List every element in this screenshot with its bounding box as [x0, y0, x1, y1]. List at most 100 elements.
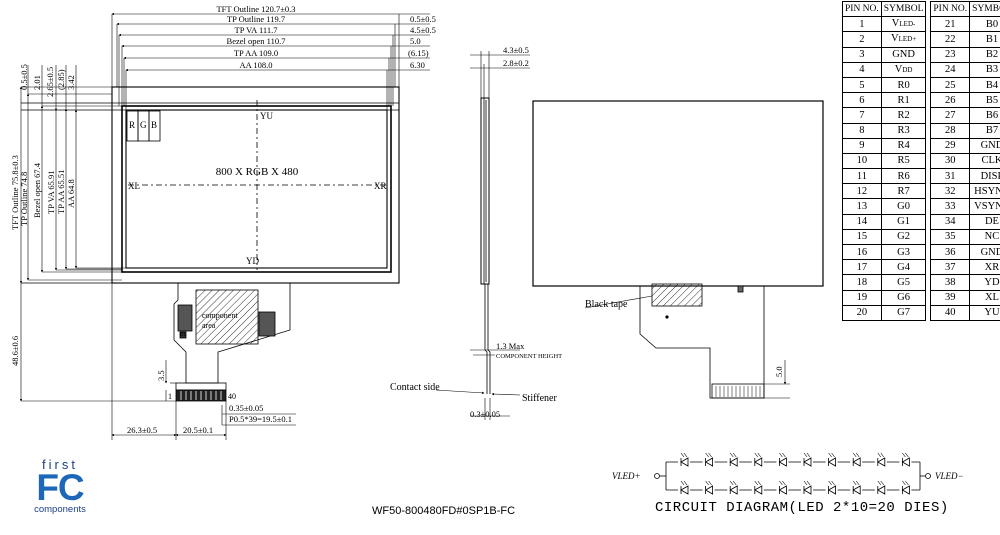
pin-number: 18	[842, 274, 882, 291]
small-mark: BL	[180, 333, 186, 338]
pin-number: 17	[842, 259, 882, 276]
rear-contacts	[711, 383, 765, 399]
table-gap	[925, 214, 932, 230]
led-diode-icon	[727, 452, 740, 467]
dim-tail: 3.5	[156, 370, 166, 381]
pin-symbol: G7	[880, 304, 927, 321]
pin-symbol: XL	[969, 289, 1000, 306]
pin-number: 27	[930, 107, 971, 124]
table-gap	[925, 229, 932, 245]
label-black-tape: Black tape	[585, 299, 628, 310]
pin-number: 5	[842, 76, 882, 94]
pin-number: 31	[930, 168, 971, 185]
pin-symbol: G0	[880, 198, 927, 215]
pin-number: 15	[842, 228, 882, 246]
pin-symbol-text: G5	[897, 276, 910, 288]
dim-v1: 0.5±0.5	[19, 64, 29, 90]
part-number: WF50-800480FD#0SP1B-FC	[372, 505, 516, 517]
pin-number: 11	[842, 168, 882, 185]
pin-symbol: B1	[969, 31, 1000, 48]
table-gap	[925, 16, 932, 32]
pin-symbol-text: G7	[897, 307, 910, 319]
rear-fpc	[639, 286, 765, 399]
stiffener-front	[175, 382, 227, 391]
table-gap	[925, 305, 932, 321]
dim-left: 26.3±0.5	[127, 425, 157, 435]
pin-symbol: R7	[880, 183, 927, 200]
left-dimension-lines	[19, 65, 176, 402]
pin-symbol-text: R0	[897, 79, 910, 91]
pin-table-header: PIN NO. SYMBOL PIN NO. SYMBOL	[842, 0, 1000, 18]
pin-symbol-text: R7	[897, 185, 910, 197]
pin-symbol: YD	[969, 274, 1000, 291]
dim-thickness: 4.3±0.5	[503, 45, 529, 55]
pin-number: 33	[930, 198, 971, 215]
pin-symbol: R6	[880, 168, 927, 185]
logo-components: components	[34, 504, 86, 515]
dim-tft-outline-h: TFT Outline 75.8±0.3	[10, 155, 20, 230]
circuit-diagram	[654, 452, 931, 495]
pin-symbol: B6	[969, 107, 1000, 124]
fpc-component-small	[179, 331, 187, 339]
dim-tp-outline-h: TP Outline 74.8	[19, 172, 29, 226]
dim-v5: 3.42	[66, 75, 76, 90]
pin-symbol-text: R3	[897, 125, 910, 137]
rgb-b: B	[151, 120, 157, 130]
rear-view-labels: Black tape 5.0	[585, 299, 784, 377]
led-diode-icon	[825, 480, 838, 495]
pin-number: 40	[930, 304, 971, 321]
led-diode-icon	[899, 480, 912, 495]
top-dimension-lines	[111, 12, 430, 110]
table-gap	[925, 107, 932, 123]
dim-v2: 2.01	[32, 75, 42, 90]
pin-number: 8	[842, 122, 882, 139]
table-gap	[925, 62, 932, 78]
rear-panel	[532, 100, 824, 287]
led-diode-icon	[678, 480, 690, 495]
table-gap	[925, 123, 932, 139]
pin-number: 23	[930, 46, 971, 63]
led-diode-icon	[850, 452, 863, 467]
pin-number: 32	[930, 183, 971, 200]
pin-number: 29	[930, 137, 971, 154]
pin-symbol: GND	[969, 137, 1000, 154]
pin-symbol: B0	[969, 16, 1000, 33]
header-symbol-right: SYMBOL	[969, 0, 1000, 18]
circuit-labels: VLED+ VLED−	[612, 471, 964, 481]
active-area	[125, 109, 388, 269]
pin-symbol: B4	[969, 76, 1000, 94]
pin-number: 3	[842, 46, 882, 63]
dim-tp-va-h: TP VA 65.91	[46, 170, 56, 214]
header-symbol-left: SYMBOL	[880, 0, 927, 18]
vled-minus-label: VLED−	[935, 471, 964, 481]
pin-number: 6	[842, 92, 882, 109]
pin-row: 12R732HSYNC	[842, 183, 1000, 200]
pin-number: 30	[930, 152, 971, 170]
pin-symbol: R2	[880, 107, 927, 124]
pin-symbol-text: G4	[897, 261, 910, 273]
pin-symbol: R5	[880, 152, 927, 170]
pin-symbol-text: R5	[897, 155, 910, 167]
pin-number: 35	[930, 228, 971, 246]
pin-symbol: VLED-	[880, 16, 927, 33]
dim-r5: 6.30	[410, 60, 425, 70]
logo-fc: FC	[36, 467, 84, 508]
pin-symbol: G2	[880, 228, 927, 246]
pin-symbol-text: R2	[897, 109, 910, 121]
pin-symbol: R4	[880, 137, 927, 154]
pin-symbol: G4	[880, 259, 927, 276]
dim-total-h: 48.6±0.6	[10, 336, 20, 366]
pin-row: 13G033VSYNC	[842, 198, 1000, 215]
led-diode-icon	[727, 480, 740, 495]
pin-assignment-table: PIN NO. SYMBOL PIN NO. SYMBOL 1VLED-21B0…	[842, 0, 1000, 321]
pin-number: 16	[842, 243, 882, 261]
